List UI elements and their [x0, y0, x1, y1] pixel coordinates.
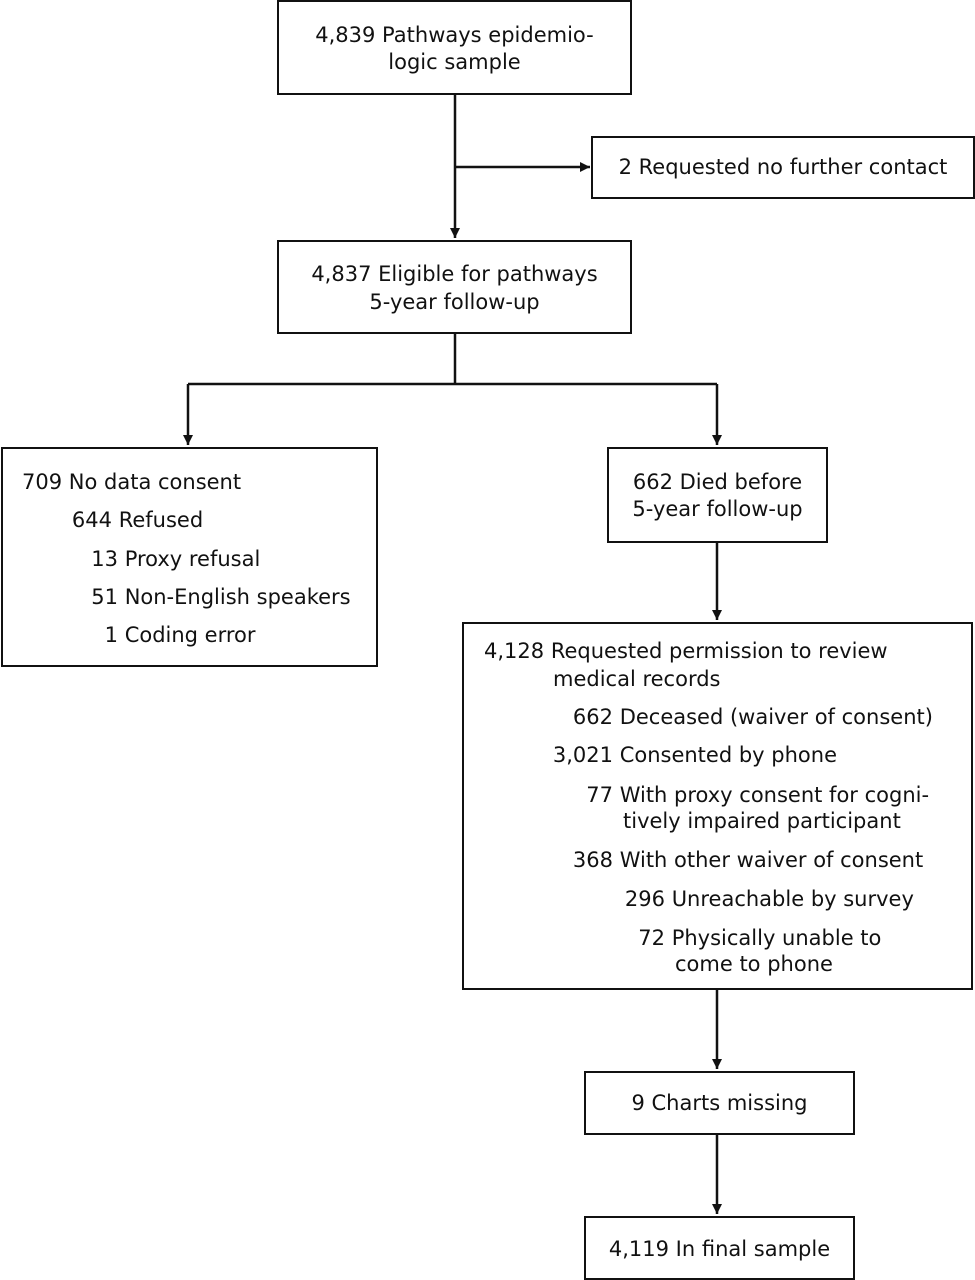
no-consent-total-label: No data consent: [68, 470, 242, 494]
requested-row-proxy: 77 With proxy consent for cogni-: [586, 783, 930, 807]
box-no-further-contact: [591, 136, 975, 199]
sample-line-1: 4,839 Pathways epidemio-: [315, 23, 594, 47]
eligible-line-2: 5-year follow-up: [369, 290, 540, 314]
requested-row-unable: 72 Physically unable to: [638, 926, 882, 950]
died-line-1: 662 Died before: [632, 470, 803, 494]
requested-total-cont: medical records: [553, 667, 721, 691]
no-consent-row: 644 Refused: [71, 508, 204, 532]
no-consent-row: 1 Coding error: [104, 623, 256, 647]
box-epidemiologic-sample: [277, 0, 632, 95]
requested-row-phone: 3,021 Consented by phone: [552, 743, 837, 767]
sample-line-2: logic sample: [388, 50, 521, 74]
box-charts-missing: [584, 1071, 855, 1135]
no-consent-row: 13 Proxy refusal: [91, 547, 261, 571]
eligible-line-1: 4,837 Eligible for pathways: [311, 262, 598, 286]
box-final-sample: [584, 1216, 855, 1280]
box-eligible-followup: [277, 240, 632, 334]
no-consent-total: 709 No data consent: [22, 469, 241, 495]
requested-row-other-waiver: 368 With other waiver of consent: [572, 848, 924, 872]
no-contact-text: 2 Requested no further contact: [618, 155, 948, 179]
box-requested-permission: [462, 622, 973, 990]
missing-text: 9 Charts missing: [631, 1091, 808, 1115]
died-line-2: 5-year follow-up: [632, 497, 803, 521]
requested-total: 4,128 Requested permission to review: [484, 639, 888, 663]
no-consent-row: 51 Non-English speakers: [91, 585, 351, 609]
final-text: 4,119 In final sample: [608, 1237, 831, 1261]
box-no-data-consent: [1, 447, 378, 667]
requested-row-proxy-cont: tively impaired participant: [623, 809, 901, 833]
requested-row-deceased: 662 Deceased (waiver of consent): [572, 705, 933, 729]
requested-row-unable-cont: come to phone: [675, 952, 833, 976]
box-died-before-followup: [607, 447, 828, 543]
requested-row-unreachable: 296 Unreachable by survey: [624, 887, 914, 911]
no-consent-total-num: 709: [22, 470, 63, 494]
